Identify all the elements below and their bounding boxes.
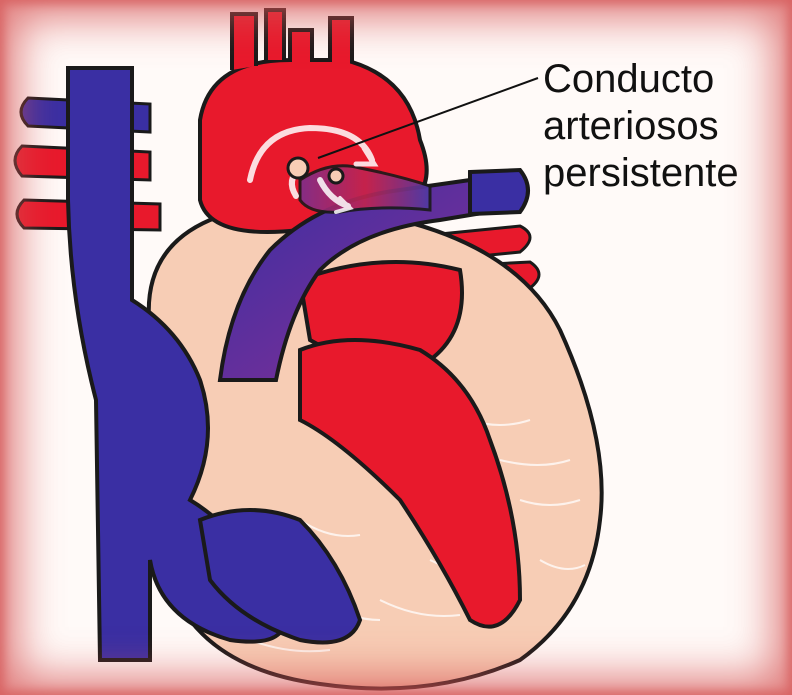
ductus-label: Conducto arteriosos persistente [543,56,739,197]
ductus-label-line-2: arteriosos [543,103,739,150]
pulmonary-artery-cap [470,170,528,214]
ductus-label-line-3: persistente [543,150,739,197]
ductus-label-line-1: Conducto [543,56,739,103]
